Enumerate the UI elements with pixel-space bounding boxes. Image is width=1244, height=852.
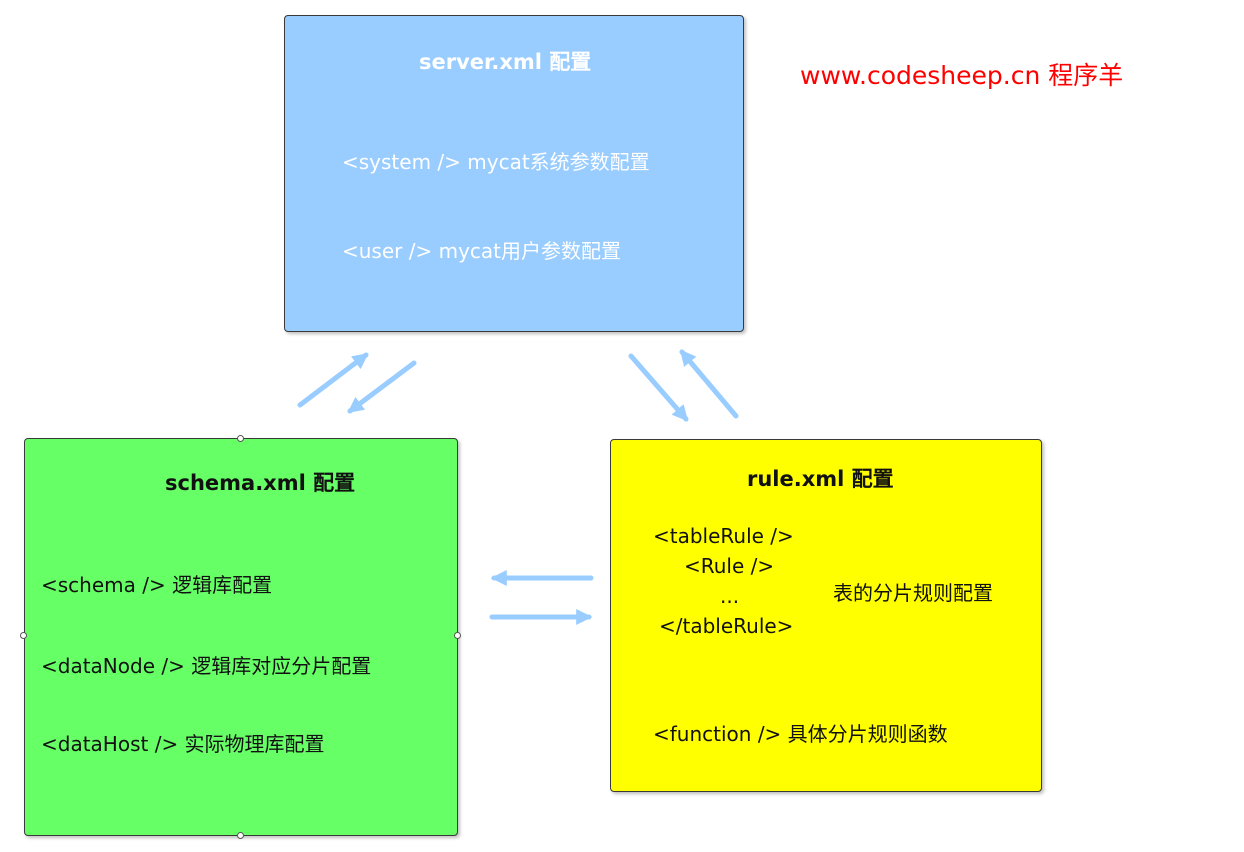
rule-title: rule.xml 配置 (747, 467, 894, 491)
selection-handle-top[interactable] (237, 435, 244, 442)
selection-handle-left[interactable] (20, 632, 27, 639)
rule-description: 表的分片规则配置 (833, 581, 993, 605)
selection-handle-right[interactable] (454, 632, 461, 639)
rule-function-line: <function /> 具体分片规则函数 (653, 722, 948, 746)
rule-tablerule-open: <tableRule /> (653, 524, 794, 548)
arrow-schema-to-server (297, 352, 369, 408)
schema-schema-line: <schema /> 逻辑库配置 (41, 573, 273, 597)
arrow-rule-to-server (679, 349, 739, 419)
arrow-server-to-schema (347, 360, 417, 414)
arrow-server-to-rule (628, 353, 689, 422)
rule-ellipsis: ... (720, 584, 740, 608)
selection-handle-bottom[interactable] (237, 832, 244, 839)
schema-datanode-line: <dataNode /> 逻辑库对应分片配置 (41, 654, 372, 678)
rule-config-box[interactable]: rule.xml 配置 <tableRule /> <Rule /> ... <… (610, 439, 1042, 792)
server-title: server.xml 配置 (419, 50, 592, 74)
schema-title: schema.xml 配置 (165, 471, 356, 495)
watermark-text: www.codesheep.cn 程序羊 (800, 61, 1124, 90)
server-user-line: <user /> mycat用户参数配置 (342, 239, 622, 263)
server-config-box[interactable]: server.xml 配置 <system /> mycat系统参数配置 <us… (284, 15, 744, 332)
schema-config-box[interactable]: schema.xml 配置 <schema /> 逻辑库配置 <dataNode… (24, 438, 458, 836)
schema-datahost-line: <dataHost /> 实际物理库配置 (41, 732, 325, 756)
server-system-line: <system /> mycat系统参数配置 (342, 150, 650, 174)
rule-rule-tag: <Rule /> (684, 554, 775, 578)
rule-tablerule-close: </tableRule> (659, 614, 794, 638)
